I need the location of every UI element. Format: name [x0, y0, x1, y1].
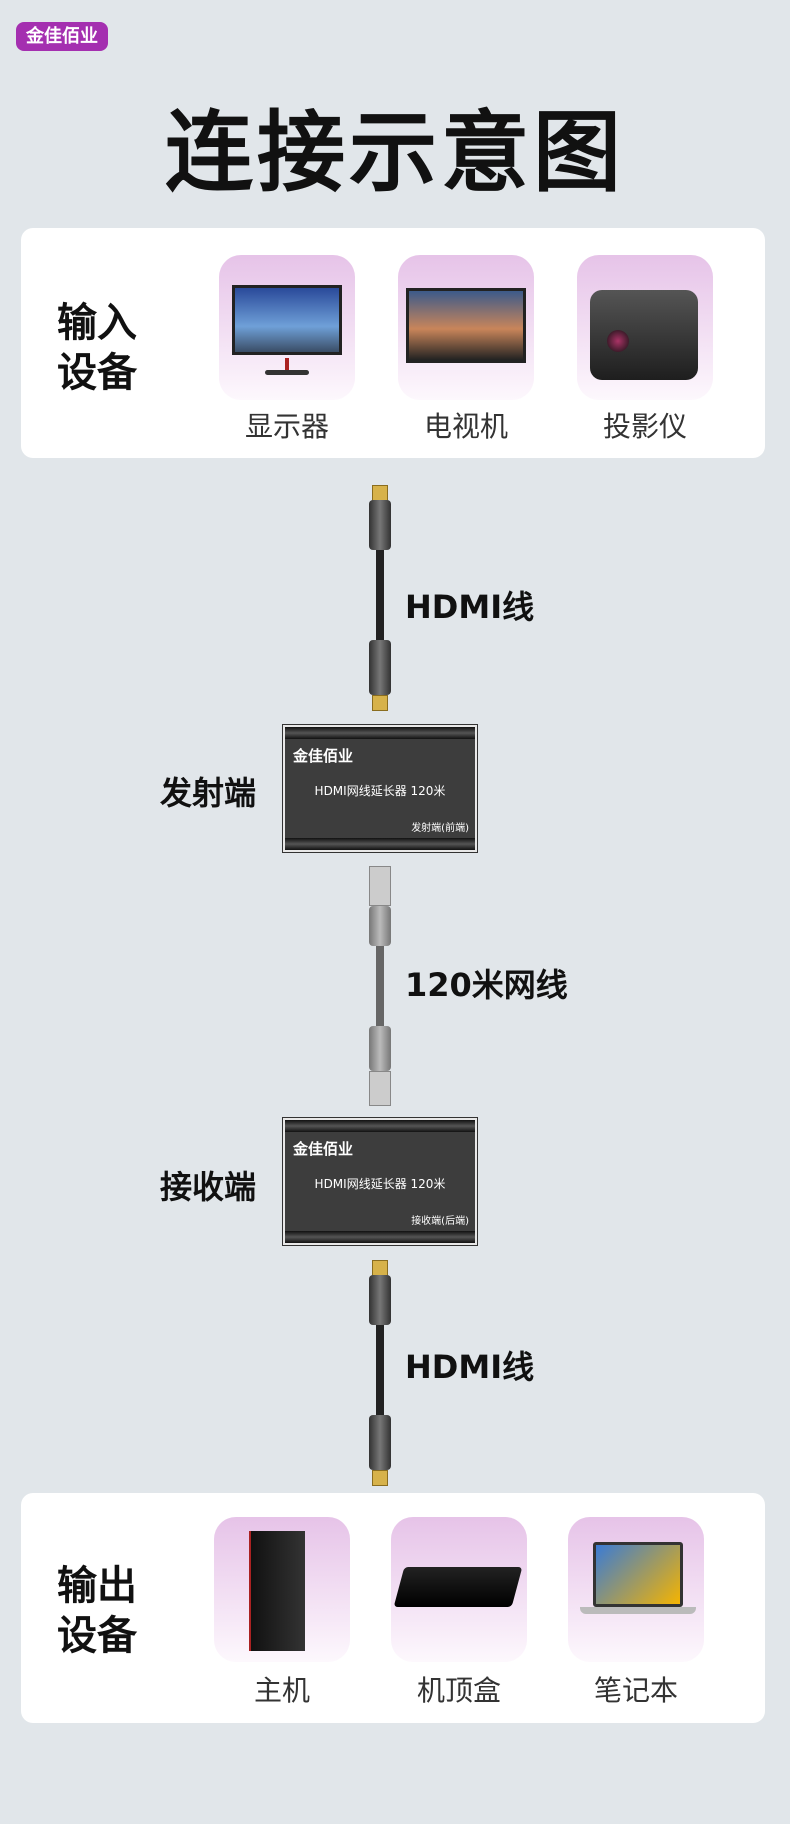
tv-tile	[398, 255, 534, 400]
device-label: 投影仪	[602, 410, 687, 443]
receiver-box: 金佳佰业 HDMI网线延长器 120米 接收端(后端)	[283, 1118, 477, 1245]
network-cable-label: 120米网线	[405, 966, 568, 1004]
box-brand: 金佳佰业	[293, 1140, 354, 1158]
transmitter-label: 发射端	[160, 774, 257, 812]
device-label: 显示器	[244, 410, 329, 443]
page-title: 连接示意图	[164, 101, 625, 204]
pc-tile	[214, 1517, 350, 1662]
rj45-boot	[369, 906, 391, 946]
hdmi-connector	[369, 640, 391, 695]
hdmi-cable-top	[376, 550, 384, 640]
rj45-plug-icon	[369, 1071, 391, 1106]
rj45-boot	[369, 1026, 391, 1071]
box-role: 发射端(前端)	[411, 823, 469, 834]
hdmi-plug-icon	[372, 695, 388, 711]
box-model: HDMI网线延长器 120米	[314, 1177, 446, 1191]
heading-line: 输出	[57, 1563, 137, 1609]
device-label: 主机	[253, 1674, 310, 1707]
pc-tower-icon	[249, 1531, 305, 1651]
laptop-tile	[568, 1517, 704, 1662]
output-heading: 输出设备	[57, 1561, 137, 1661]
box-brand: 金佳佰业	[293, 747, 354, 765]
hdmi-cable-bottom	[376, 1325, 384, 1415]
set-top-box-icon	[393, 1567, 523, 1607]
hdmi-connector	[369, 1275, 391, 1325]
hdmi-plug-icon	[372, 1470, 388, 1486]
rj45-plug-icon	[369, 866, 391, 906]
set-top-box-tile	[391, 1517, 527, 1662]
transmitter-box: 金佳佰业 HDMI网线延长器 120米 发射端(前端)	[283, 725, 477, 852]
monitor-icon	[232, 285, 342, 355]
hdmi-connector	[369, 500, 391, 550]
device-label: 笔记本	[593, 1674, 678, 1707]
heading-line: 设备	[57, 350, 137, 396]
hdmi-plug-icon	[372, 485, 388, 501]
device-label: 电视机	[423, 410, 508, 443]
receiver-label: 接收端	[160, 1168, 257, 1206]
tv-icon	[406, 288, 526, 363]
box-role: 接收端(后端)	[411, 1216, 469, 1227]
monitor-tile	[219, 255, 355, 400]
projector-tile	[577, 255, 713, 400]
box-model: HDMI网线延长器 120米	[314, 784, 446, 798]
input-devices-card: 输入设备 显示器 电视机 投影仪	[21, 228, 765, 458]
hdmi-connector	[369, 1415, 391, 1470]
device-label: 机顶盒	[416, 1674, 501, 1707]
hdmi-cable-label: HDMI线	[405, 588, 535, 626]
output-devices-card: 输出设备 主机 机顶盒 笔记本	[21, 1493, 765, 1723]
projector-icon	[590, 290, 698, 380]
heading-line: 输入	[57, 300, 137, 346]
network-cable	[376, 946, 384, 1026]
laptop-icon	[593, 1542, 683, 1607]
hdmi-cable-label: HDMI线	[405, 1348, 535, 1386]
heading-line: 设备	[57, 1613, 137, 1659]
hdmi-plug-icon	[372, 1260, 388, 1276]
brand-logo: 金佳佰业	[16, 22, 108, 51]
input-heading: 输入设备	[57, 298, 137, 398]
